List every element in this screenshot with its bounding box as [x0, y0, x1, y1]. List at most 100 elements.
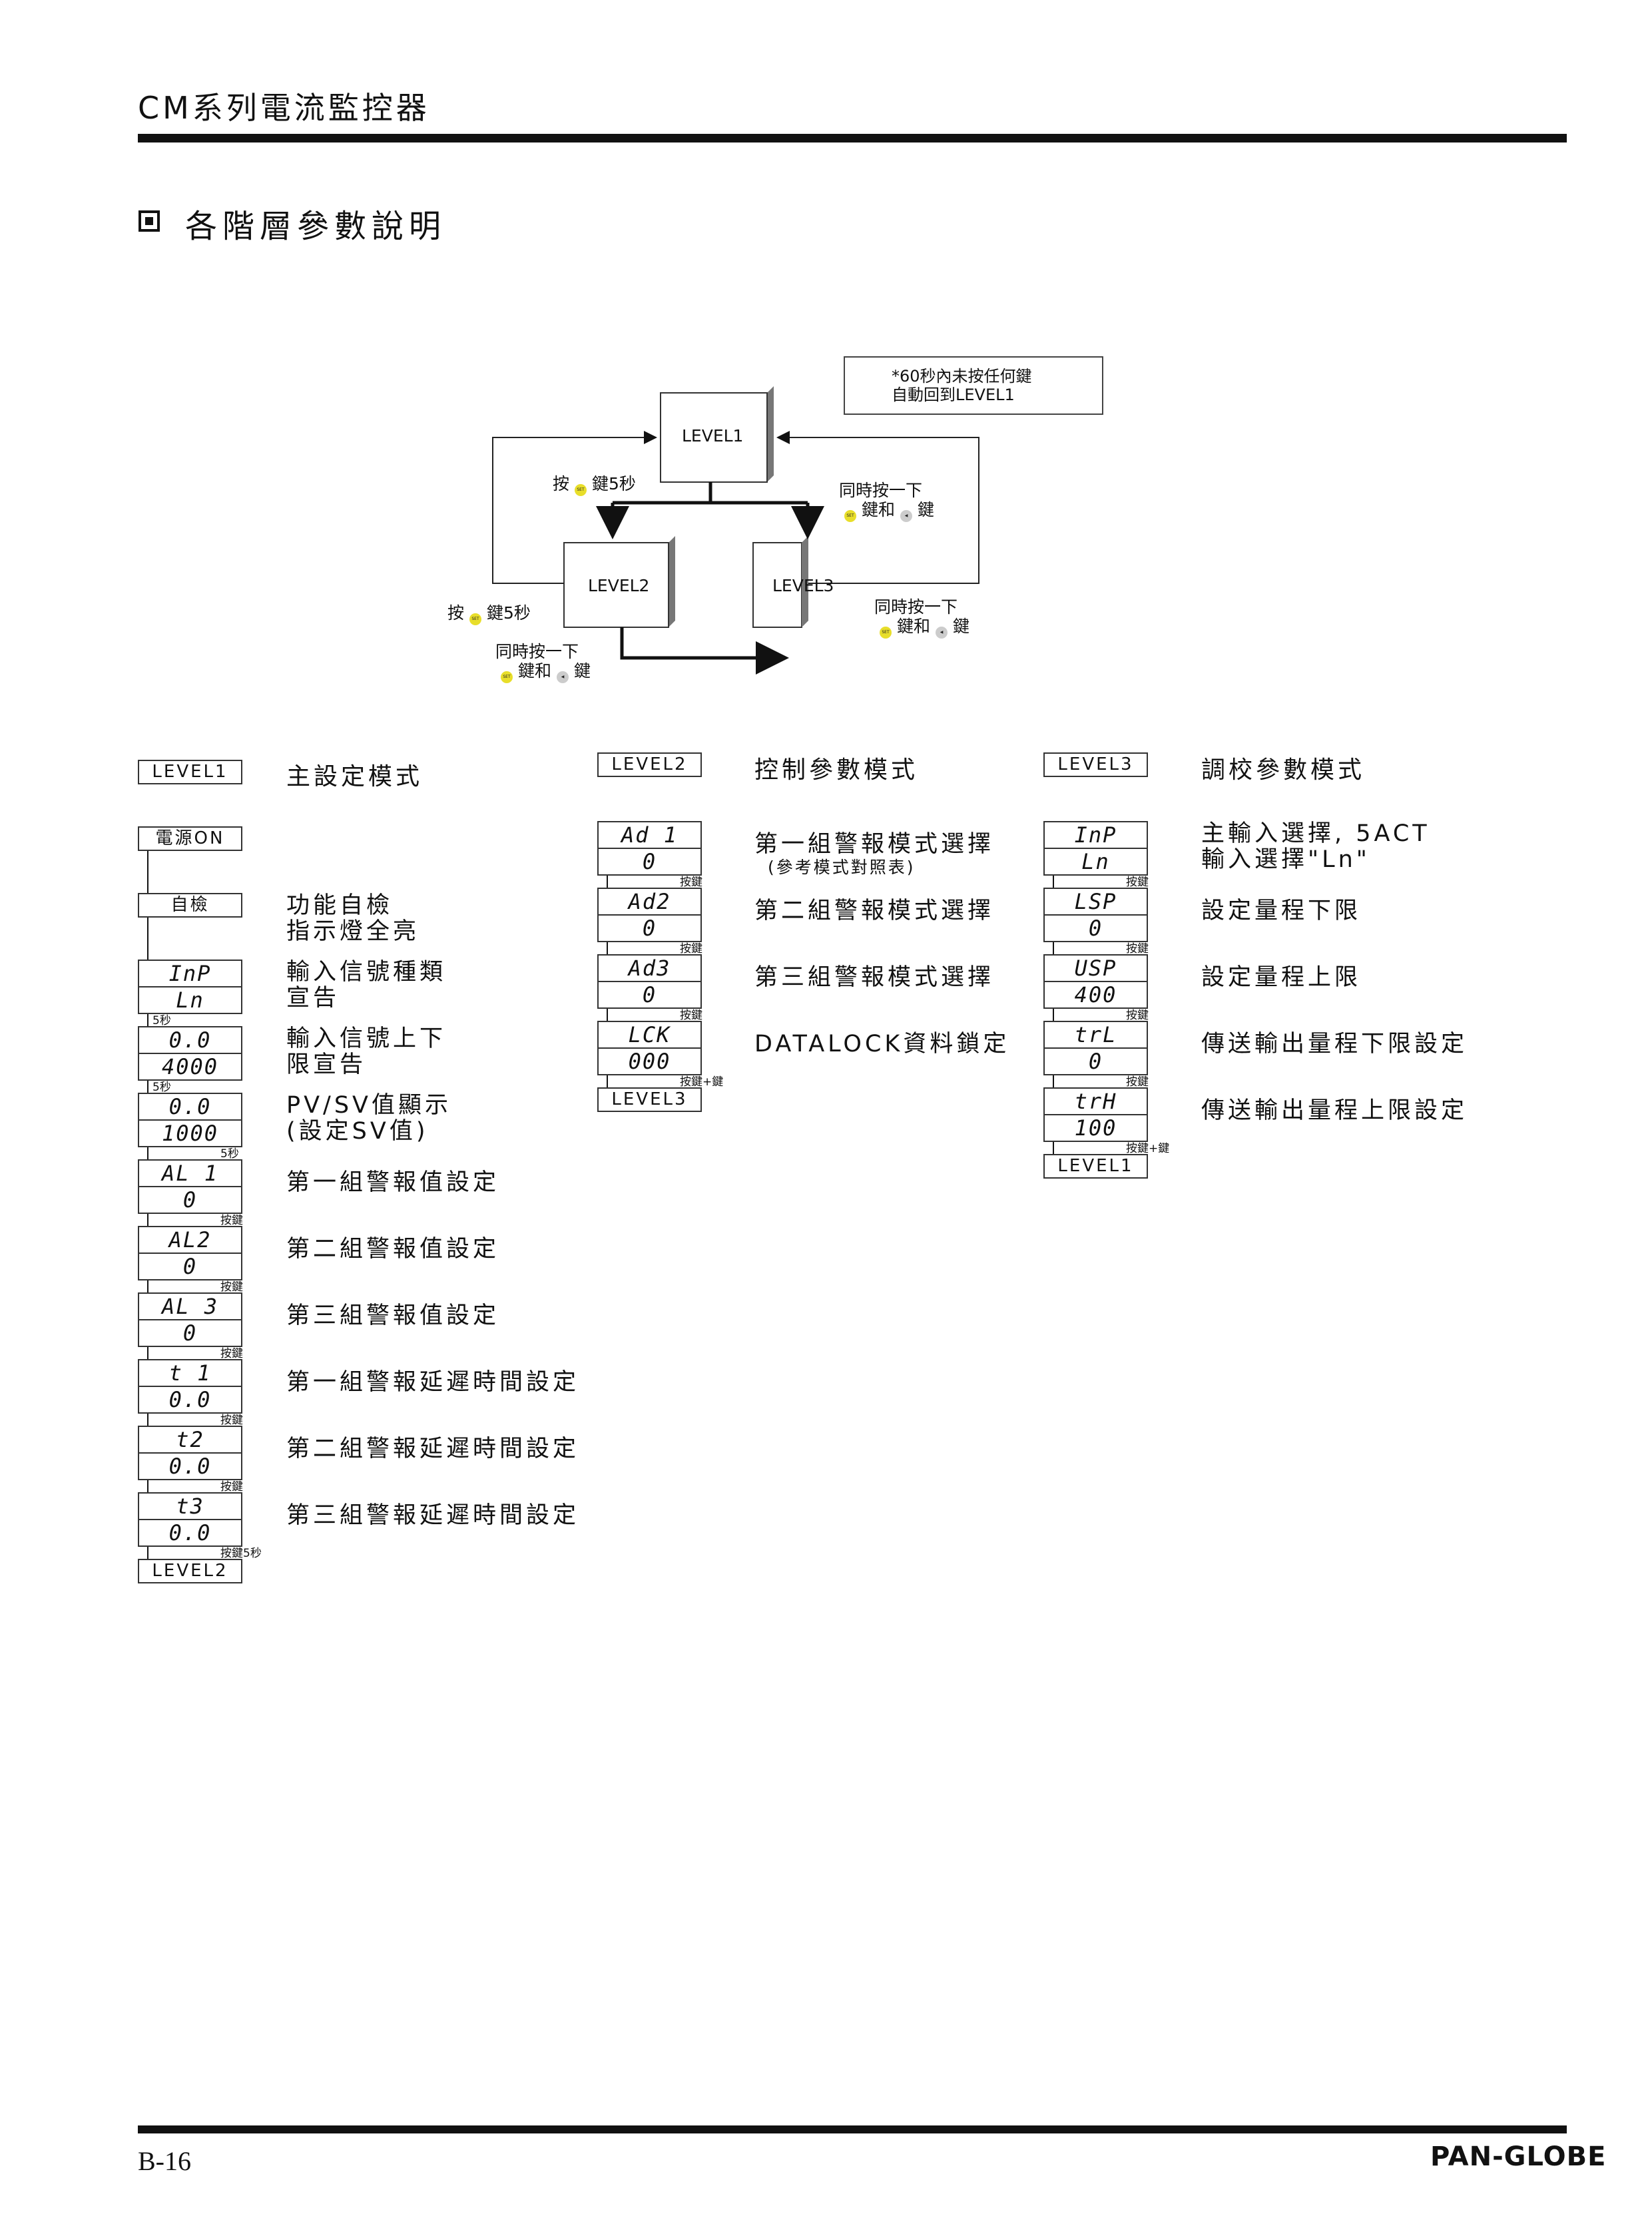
section-title: 各階層參數說明: [185, 208, 447, 245]
arrow-line: [1053, 1075, 1054, 1087]
step-box: LEVEL2: [138, 1559, 242, 1583]
brand-logo: PAN-GLOBE: [1430, 2141, 1607, 2172]
arrow-label: 按鍵: [220, 1347, 243, 1360]
display-bottom-value: 0: [597, 914, 702, 942]
display-top-value: AL 1: [138, 1159, 242, 1187]
display-bottom-value: Ln: [1043, 848, 1148, 876]
left-key-icon: ◀: [557, 671, 569, 683]
timeout-note-line-1: *60秒內未按任何鍵: [892, 367, 1032, 386]
description-line: 功能自檢: [286, 892, 394, 919]
level-header-box: LEVEL2: [597, 752, 702, 777]
display-bottom-value: 000: [597, 1047, 702, 1075]
arrow-label: 按鍵+鍵: [1126, 1142, 1170, 1155]
description-line: 指示燈全亮: [286, 918, 420, 945]
description-line: 輸入信號種類: [286, 959, 447, 985]
arrow-line: [1053, 1009, 1054, 1021]
description-line: 第二組警報延遲時間設定: [286, 1436, 580, 1462]
arrow-label: 按鍵+鍵: [680, 1075, 724, 1089]
description-line: 主輸入選擇, 5ACT: [1201, 820, 1430, 847]
description-line: 傳送輸出量程下限設定: [1201, 1031, 1468, 1057]
caption-line: 同時按一下: [874, 597, 958, 617]
arrow-line: [147, 1014, 148, 1026]
description-line: 第一組警報延遲時間設定: [286, 1369, 580, 1396]
header-rule: [138, 134, 1567, 142]
arrow-line: [1053, 942, 1054, 954]
display-bottom-value: 0: [1043, 1047, 1148, 1075]
arrow-label: 按鍵: [680, 876, 702, 889]
display-top-value: Ad 1: [597, 821, 702, 849]
step-box: 電源ON: [138, 826, 242, 851]
description-line: 第二組警報值設定: [286, 1236, 500, 1262]
level1-node: [660, 386, 774, 483]
display-bottom-value: 100: [1043, 1114, 1148, 1142]
description-line: 輸入選擇"Ln": [1201, 846, 1370, 873]
arrow-label: 按鍵: [1126, 942, 1149, 956]
set-key-icon: SET: [575, 484, 587, 496]
display-top-value: USP: [1043, 954, 1148, 982]
description-line: 第三組警報延遲時間設定: [286, 1502, 580, 1529]
description-line: 第三組警報值設定: [286, 1302, 500, 1329]
arrow-line: [1053, 1142, 1054, 1154]
level-header-box: LEVEL1: [138, 760, 242, 784]
footer-rule: [138, 2125, 1567, 2133]
description-line: 設定量程下限: [1201, 898, 1362, 924]
description-line: 設定量程上限: [1201, 964, 1362, 991]
arrow-label: 按鍵: [680, 1009, 702, 1022]
arrow-line: [147, 918, 148, 960]
display-top-value: InP: [138, 960, 242, 987]
arrow-label: 按鍵: [220, 1414, 243, 1427]
timeout-note-line-2: 自動回到LEVEL1: [892, 386, 1015, 404]
arrow-line: [147, 1214, 148, 1226]
display-bottom-value: 400: [1043, 981, 1148, 1009]
display-bottom-value: 1000: [138, 1119, 242, 1147]
set-key-icon: SET: [880, 627, 892, 639]
parameter-description: 傳送輸出量程下限設定: [1201, 1031, 1468, 1057]
arrow-label: 按鍵: [220, 1280, 243, 1294]
display-top-value: Ad2: [597, 888, 702, 916]
display-top-value: LCK: [597, 1021, 702, 1049]
display-top-value: LSP: [1043, 888, 1148, 916]
description-line: 宣告: [286, 985, 340, 1011]
parameter-description: 第三組警報延遲時間設定: [286, 1503, 579, 1529]
display-top-value: trH: [1043, 1087, 1148, 1115]
description-line: PV/SV值顯示: [286, 1092, 452, 1119]
step-box: LEVEL3: [597, 1087, 702, 1112]
arrow-label: 按鍵: [1126, 876, 1149, 889]
arrow-line: [607, 1075, 608, 1087]
parameter-description: 設定量程下限: [1201, 898, 1361, 924]
display-top-value: 0.0: [138, 1026, 242, 1054]
level-header-box: LEVEL3: [1043, 752, 1148, 777]
arrow-level2-to-level1: [492, 431, 657, 584]
display-top-value: AL2: [138, 1226, 242, 1254]
parameter-description: 第二組警報模式選擇: [754, 898, 994, 924]
description-line: 限宣告: [286, 1051, 367, 1078]
parameter-description: 第三組警報模式選擇: [754, 965, 994, 991]
parameter-description: 功能自檢指示燈全亮: [286, 893, 419, 945]
arrow-line: [147, 1347, 148, 1359]
display-bottom-value: 0: [1043, 914, 1148, 942]
display-bottom-value: 0: [138, 1253, 242, 1280]
timeout-note: *60秒內未按任何鍵 自動回到LEVEL1: [844, 356, 1103, 415]
level-mode-title: 主設定模式: [286, 763, 423, 790]
parameter-description: 傳送輸出量程上限設定: [1201, 1098, 1468, 1124]
section-bullet-icon: [138, 210, 160, 232]
display-bottom-value: 0.0: [138, 1519, 242, 1547]
arrow-line: [147, 1414, 148, 1426]
arrow-label: 按鍵: [1126, 1009, 1149, 1022]
display-bottom-value: 0.0: [138, 1386, 242, 1414]
display-top-value: t2: [138, 1426, 242, 1454]
arrow-line: [147, 1081, 148, 1093]
set-key-icon: SET: [844, 510, 856, 522]
description-note: (參考模式對照表): [768, 858, 916, 877]
arrow-line: [147, 1480, 148, 1492]
arrow-line: [147, 1147, 148, 1159]
page-number: B-16: [138, 2146, 191, 2176]
parameter-description: 輸入信號上下限宣告: [286, 1026, 446, 1078]
